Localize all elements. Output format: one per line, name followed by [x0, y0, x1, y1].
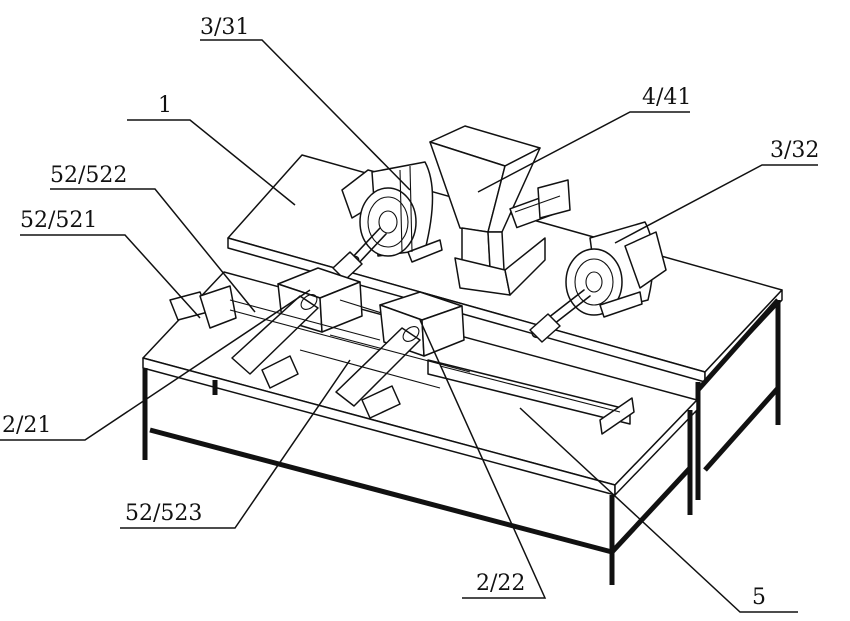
- label-52-523: 52/523: [125, 501, 202, 526]
- label-5: 5: [752, 585, 766, 610]
- label-1: 1: [158, 93, 172, 118]
- label-3-32: 3/32: [770, 138, 819, 163]
- label-2-22: 2/22: [476, 571, 525, 596]
- label-3-31: 3/31: [200, 15, 249, 40]
- label-4-41: 4/41: [642, 85, 691, 110]
- label-2-21: 2/21: [2, 413, 51, 438]
- label-52-522: 52/522: [50, 163, 127, 188]
- label-52-521: 52/521: [20, 208, 97, 233]
